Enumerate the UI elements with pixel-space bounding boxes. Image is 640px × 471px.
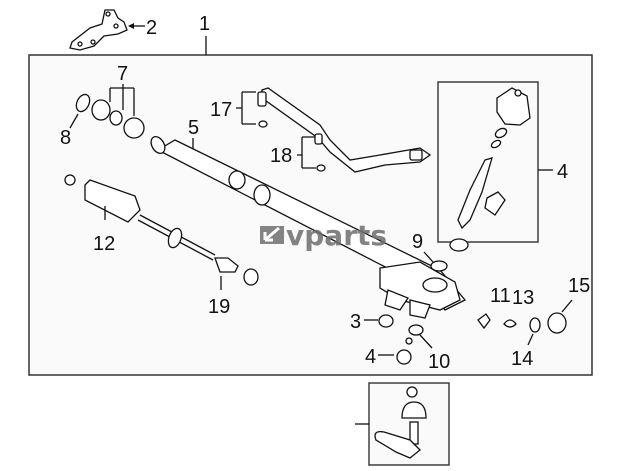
callout-9-leader (423, 251, 434, 263)
pressure-line-part[interactable] (257, 87, 432, 173)
seal-part[interactable] (123, 117, 145, 139)
callout-2[interactable]: 2 (146, 17, 157, 39)
pinion-assembly-part[interactable] (449, 87, 531, 252)
seal-part[interactable] (109, 110, 123, 126)
washer-part[interactable] (529, 317, 541, 333)
watermark-text: vparts (286, 219, 387, 252)
callout-6[interactable]: 5 (188, 117, 199, 139)
seal-part[interactable] (91, 99, 111, 121)
callout-16-leader (236, 91, 256, 125)
callout-18[interactable]: 19 (208, 296, 230, 318)
bushing-part[interactable] (396, 349, 412, 365)
callout-10[interactable]: 10 (428, 351, 450, 373)
callout-11[interactable]: 12 (93, 233, 115, 255)
callout-12[interactable]: 11 (490, 285, 511, 307)
clamp-part[interactable] (503, 319, 517, 328)
bracket-part[interactable] (69, 9, 128, 51)
bushing-part[interactable] (378, 314, 394, 328)
callout-8-leader (69, 113, 79, 129)
o-ring-part[interactable] (74, 92, 92, 113)
o-ring-part[interactable] (547, 312, 567, 334)
callout-7[interactable]: 7 (117, 63, 128, 85)
callout-14-leader (527, 333, 534, 346)
callout-1[interactable]: 1 (199, 13, 210, 35)
callout-3[interactable]: 3 (350, 311, 361, 333)
callout-17-leader (297, 136, 316, 169)
ball-joint-part[interactable] (374, 386, 427, 459)
tie-rod-assembly-part[interactable] (64, 174, 259, 286)
callout-17[interactable]: 18 (270, 145, 292, 167)
callout-13[interactable]: 13 (512, 287, 534, 309)
clip-part[interactable] (477, 313, 491, 330)
watermark: vparts (260, 219, 387, 252)
seal-part[interactable] (430, 260, 448, 272)
callout-15-leader (561, 299, 573, 313)
callout-8[interactable]: 8 (60, 127, 71, 149)
callout-5[interactable]: 4 (557, 161, 568, 183)
callout-10-leader (419, 334, 433, 349)
callout-14[interactable]: 14 (511, 348, 533, 370)
callout-15[interactable]: 15 (568, 275, 590, 297)
callout-4[interactable]: 4 (365, 346, 376, 368)
plug-part (405, 337, 413, 345)
callout-9[interactable]: 9 (412, 231, 423, 253)
callout-7-leader (109, 84, 135, 116)
rack-part[interactable] (148, 134, 467, 319)
callout-16[interactable]: 17 (210, 99, 232, 121)
plug-part[interactable] (408, 324, 424, 336)
